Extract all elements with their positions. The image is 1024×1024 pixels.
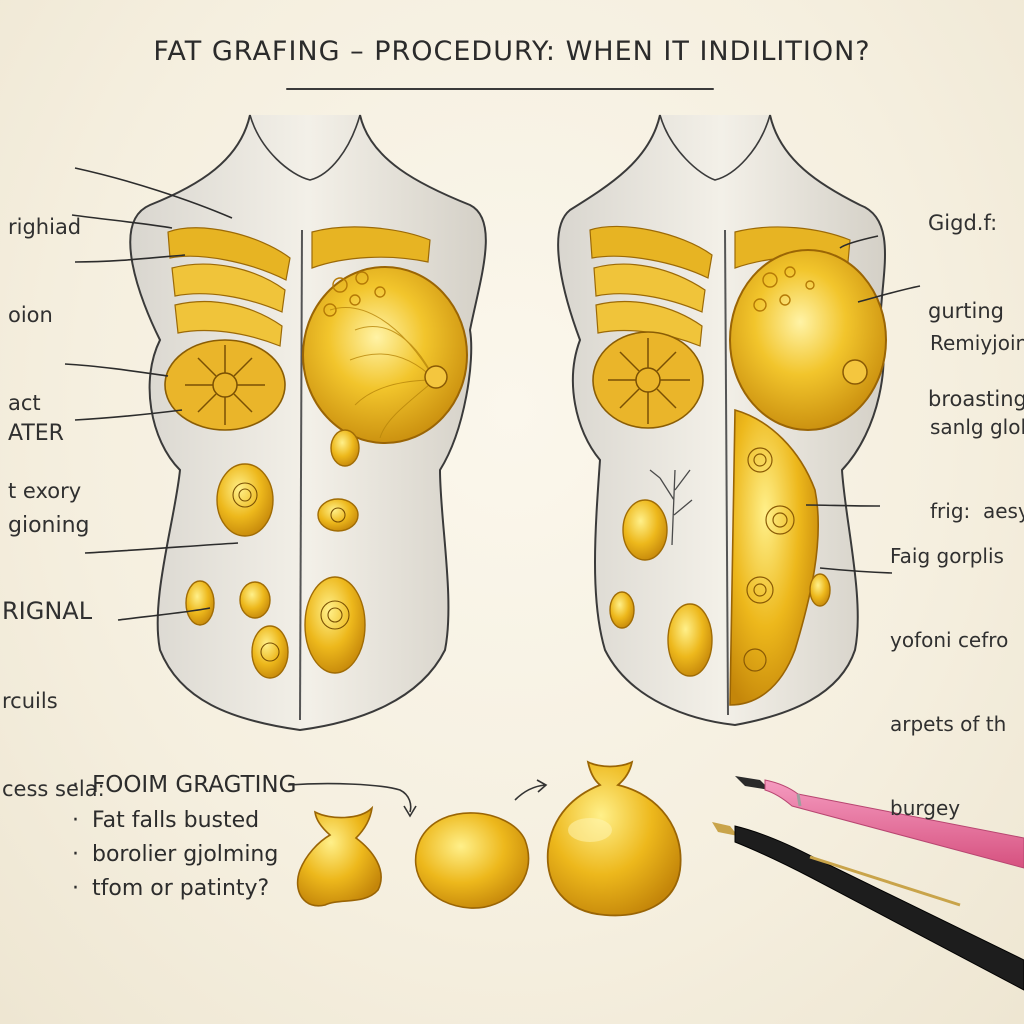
left-top-label: righiad oion act t exory — [8, 214, 82, 504]
list-item: ·tfom or patinty? — [72, 875, 270, 901]
right-bottom-label: Faig gorplis yofoni cefro arpets of th b… — [890, 544, 1009, 820]
arrow-icon — [536, 779, 548, 793]
page-title: FAT GRAFING – PROCEDURY: WHEN IT INDILIT… — [153, 36, 871, 67]
black-pen-icon — [712, 822, 1024, 991]
fat-transformation-sequence — [287, 760, 682, 917]
bottom-list-heading: ·FOOIM GRAGTING — [72, 772, 297, 798]
list-item: ·borolier gjolming — [72, 841, 279, 867]
left-middle-label: ATER gioning — [8, 420, 90, 538]
pink-pen-icon — [735, 776, 1024, 869]
right-torso — [557, 114, 887, 727]
right-top-label: Gigd.f: gurting broasting — [928, 210, 1024, 412]
list-item: ·Fat falls busted — [72, 807, 260, 833]
arrow-icon — [403, 805, 417, 818]
bottom-list: ·FOOIM GRAGTING ·Fat falls busted ·borol… — [72, 768, 296, 906]
left-bottom-label: RIGNAL rcuils cess sela: — [2, 596, 105, 802]
right-middle-label: Remiyjoining sanlg glol frig: aesy — [930, 331, 1024, 523]
title-underline — [286, 88, 714, 90]
pointer-lines — [64, 167, 921, 621]
left-torso — [129, 114, 487, 732]
